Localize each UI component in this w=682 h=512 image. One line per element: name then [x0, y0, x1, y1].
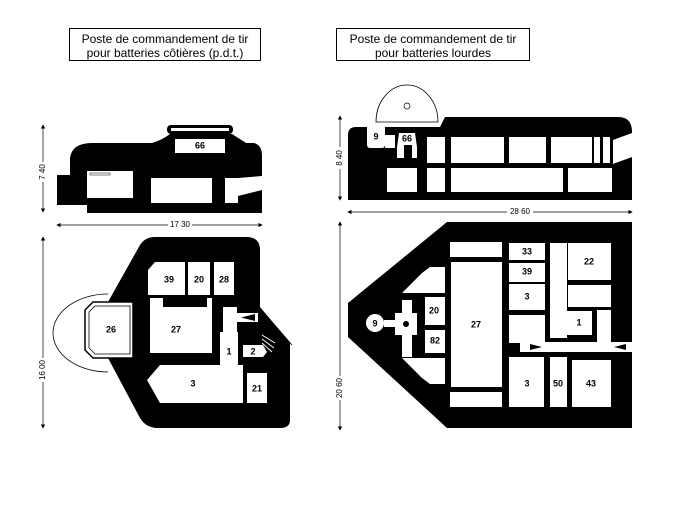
room-label: 21 — [252, 383, 262, 393]
room-label: 3 — [190, 378, 195, 388]
dimension-label: 17 30 — [170, 220, 191, 229]
room-label: 3 — [524, 378, 529, 388]
right-plan-view: 33 39 22 3 20 27 9 1 82 3 50 43 — [348, 222, 632, 428]
room-label: 1 — [226, 346, 231, 356]
dimension-label: 28 60 — [510, 207, 531, 216]
room-label: 82 — [430, 335, 440, 345]
arrow-icon — [530, 344, 542, 350]
room-label: 33 — [522, 246, 532, 256]
room-label: 3 — [524, 291, 529, 301]
room-label: 20 — [194, 274, 204, 284]
arrow-icon — [614, 344, 626, 350]
right-title-line1: Poste de commandement de tir — [349, 32, 517, 46]
room-label: 22 — [584, 256, 594, 266]
dimension-label: 8 40 — [335, 150, 344, 166]
left-section-view: 66 — [57, 125, 262, 213]
room-label: 20 — [429, 305, 439, 315]
room-label: 50 — [553, 378, 563, 388]
room-label: 43 — [586, 378, 596, 388]
right-title-box: Poste de commandement de tir pour batter… — [336, 28, 530, 61]
room-label: 2 — [250, 346, 255, 356]
room-label: 27 — [471, 319, 481, 329]
dimension-label: 16 00 — [38, 359, 47, 380]
room-label: 9 — [372, 318, 377, 328]
room-label: 9 — [373, 131, 378, 141]
dimension-label: 7 40 — [38, 164, 47, 180]
room-label: 39 — [164, 274, 174, 284]
arrow-icon — [241, 314, 255, 321]
room-label: 26 — [106, 324, 116, 334]
room-label: 1 — [576, 317, 581, 327]
left-title-box: Poste de commandement de tir pour batter… — [69, 28, 261, 61]
room-label: 66 — [195, 140, 205, 150]
room-label: 66 — [402, 133, 412, 143]
left-title-line1: Poste de commandement de tir — [81, 32, 249, 46]
left-plan-view: 39 20 28 26 27 1 2 3 21 — [52, 237, 293, 428]
dimension-label: 20 60 — [335, 377, 344, 398]
left-title-line2: pour batteries côtières (p.d.t.) — [86, 46, 244, 60]
right-title-line2: pour batteries lourdes — [374, 46, 492, 60]
right-section-view: 9 66 — [348, 84, 632, 200]
room-label: 27 — [171, 324, 181, 334]
room-label: 28 — [219, 274, 229, 284]
room-label: 39 — [522, 266, 532, 276]
